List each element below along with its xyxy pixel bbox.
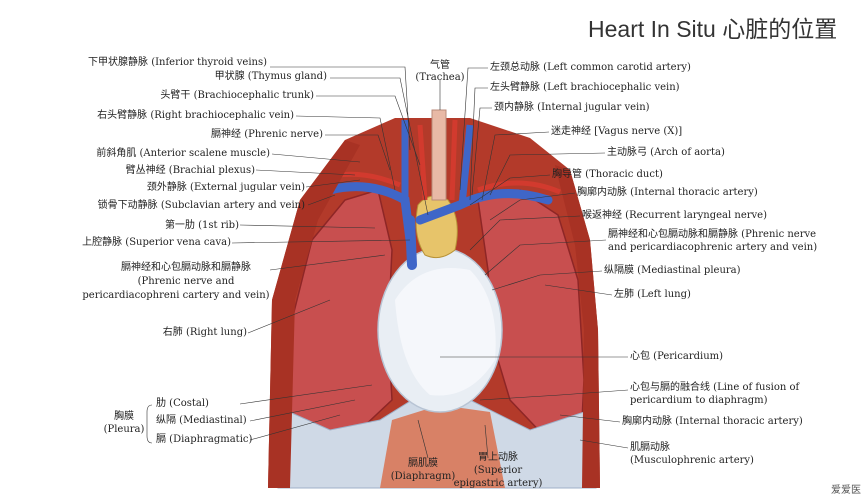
leader-lines [146, 66, 629, 459]
common-carotid-left [449, 119, 458, 201]
label-phrenic-pericardio-left-2: (Phrenic nerve and [137, 276, 235, 287]
label-costal: 肋 (Costal) [156, 398, 209, 409]
label-trachea-en: (Trachea) [415, 72, 465, 83]
label-vagus: 迷走神经 [Vagus nerve (X)] [551, 126, 683, 137]
chest-wall-right-edge [555, 165, 600, 488]
label-phrenic-pericardio-left-1: 膈神经和心包膈动脉和膈静脉 [121, 262, 251, 273]
label-phrenic-pericardio-right-1: 膈神经和心包膈动脉和膈静脉 (Phrenic nerve [608, 229, 817, 240]
label-brachial-plexus: 臂丛神经 (Brachial plexus) [125, 165, 255, 176]
figure-title: Heart In Situ 心脏的位置 [588, 16, 838, 42]
trachea [431, 109, 447, 201]
label-thymus-gland: 甲状腺 (Thymus gland) [214, 71, 327, 82]
label-svc: 上腔静脉 (Superior vena cava) [82, 237, 231, 248]
label-internal-thoracic-lower: 胸廓内动脉 (Internal thoracic artery) [622, 416, 803, 427]
label-right-brachiocephalic-vein: 右头臂静脉 (Right brachiocephalic vein) [97, 110, 294, 121]
label-phrenic-nerve: 膈神经 (Phrenic nerve) [211, 129, 323, 140]
label-internal-thoracic-upper: 胸廓内动脉 (Internal thoracic artery) [577, 187, 758, 198]
label-superior-epigastric-en2: epigastric artery) [453, 478, 543, 489]
label-inferior-thyroid-veins: 下甲状腺静脉 (Inferior thyroid veins) [88, 57, 267, 68]
label-subclavian: 锁骨下动静脉 (Subclavian artery and vein) [97, 200, 305, 211]
left-subclavian-artery [477, 180, 561, 195]
label-thoracic-duct: 胸导管 (Thoracic duct) [552, 169, 663, 180]
label-superior-epigastric-cn: 胃上动脉 [478, 452, 518, 463]
label-pericardium: 心包 (Pericardium) [630, 351, 724, 362]
jugular-left [458, 124, 474, 206]
svc [405, 215, 417, 270]
label-superior-epigastric-en1: (Superior [473, 465, 523, 476]
label-recurrent-laryngeal: 喉返神经 (Recurrent laryngeal nerve) [582, 210, 767, 221]
label-diaphragm-cn: 膈肌膜 [408, 458, 438, 469]
label-musculophrenic-cn: 肌膈动脉 [630, 442, 670, 453]
label-first-rib: 第一肋 (1st rib) [164, 220, 239, 231]
pericardium-highlight [395, 268, 496, 396]
brachiocephalic-trunk [417, 124, 428, 201]
label-aortic-arch: 主动脉弓 (Arch of aorta) [607, 147, 725, 158]
label-internal-jugular: 颈内静脉 (Internal jugular vein) [494, 102, 650, 113]
chest-wall-left-edge [268, 140, 360, 488]
label-pleura-cn: 胸膜 [114, 411, 134, 422]
label-mediastinal: 纵隔 (Mediastinal) [156, 415, 247, 426]
label-external-jugular: 颈外静脉 (External jugular vein) [146, 182, 305, 193]
label-pleura-en: (Pleura) [103, 424, 145, 435]
label-left-brachiocephalic-vein: 左头臂静脉 (Left brachiocephalic vein) [490, 82, 680, 93]
label-fusion-line-1: 心包与膈的融合线 (Line of fusion of [630, 382, 800, 393]
label-left-lung: 左肺 (Left lung) [614, 289, 691, 300]
label-phrenic-pericardio-left-3: pericardiacophreni cartery and vein) [82, 290, 270, 301]
label-anterior-scalene: 前斜角肌 (Anterior scalene muscle) [96, 148, 270, 159]
label-brachiocephalic-trunk: 头臂干 (Brachiocephalic trunk) [160, 90, 314, 101]
label-mediastinal-pleura: 纵隔膜 (Mediastinal pleura) [604, 265, 741, 276]
label-diaphragmatic: 膈 (Diaphragmatic) [156, 434, 253, 445]
label-right-lung: 右肺 (Right lung) [162, 327, 247, 338]
label-trachea-cn: 气管 [430, 60, 450, 71]
label-left-common-carotid: 左颈总动脉 (Left common carotid artery) [490, 62, 691, 73]
label-fusion-line-2: pericardium to diaphragm) [630, 395, 768, 406]
label-phrenic-pericardio-right-2: and pericardiacophrenic artery and vein) [608, 242, 818, 253]
label-musculophrenic-en: (Musculophrenic artery) [630, 455, 754, 466]
label-diaphragm-en: (Diaphragm) [390, 471, 456, 482]
diaphragm-muscle [380, 405, 505, 488]
watermark: 爱爱医 [831, 485, 861, 496]
